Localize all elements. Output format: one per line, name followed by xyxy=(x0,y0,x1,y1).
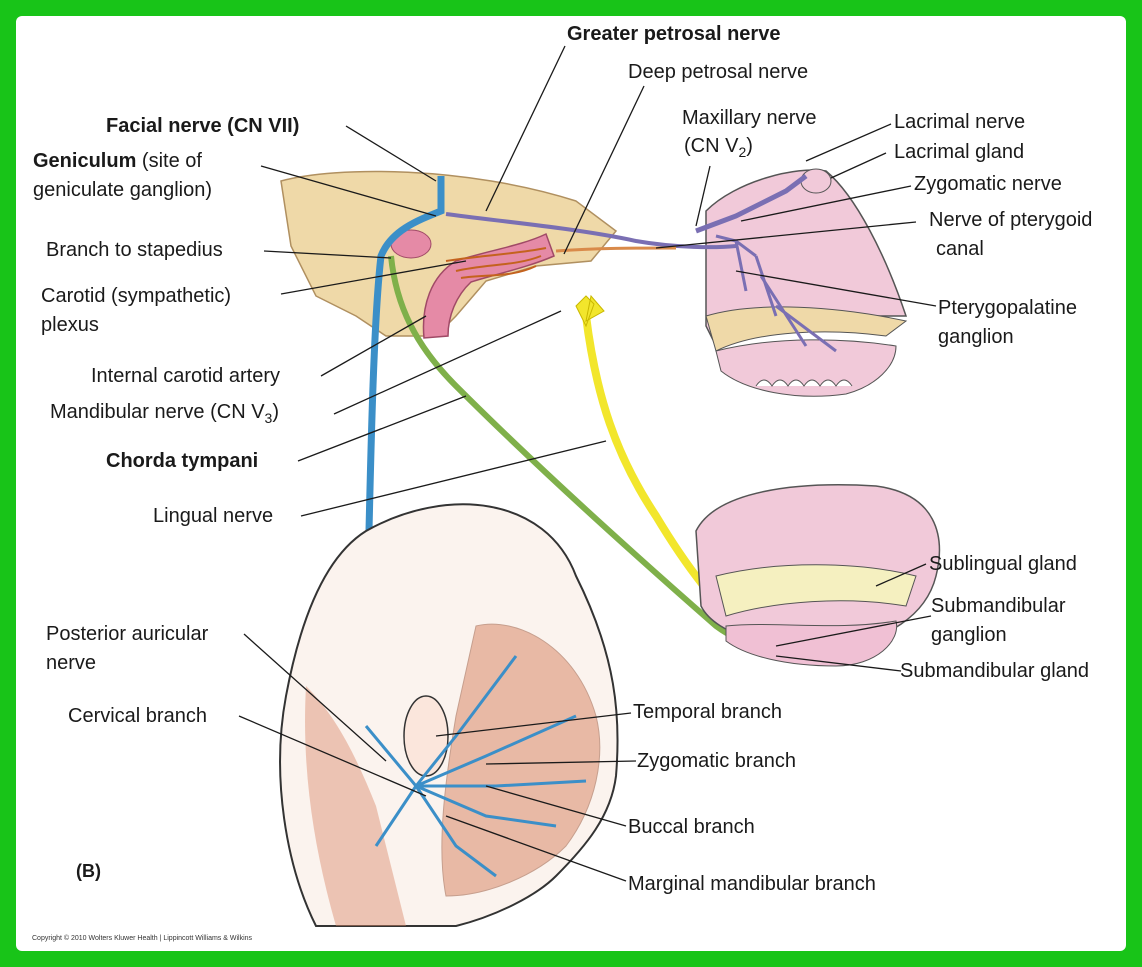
label-lacrimal-nerve: Lacrimal nerve xyxy=(894,110,1025,134)
label-chorda-tympani: Chorda tympani xyxy=(106,449,258,473)
label-submandibular-gland: Submandibular gland xyxy=(900,659,1089,683)
label-facial-nerve: Facial nerve (CN VII) xyxy=(106,114,299,138)
figure-frame: Greater petrosal nerve Deep petrosal ner… xyxy=(16,16,1126,951)
label-geniculate-ganglion: geniculate ganglion) xyxy=(33,178,212,202)
maxillary-cn-close: ) xyxy=(746,135,753,157)
label-zygomatic-nerve: Zygomatic nerve xyxy=(914,172,1062,196)
label-zygomatic-branch: Zygomatic branch xyxy=(637,749,796,773)
label-maxillary-nerve: Maxillary nerve xyxy=(682,106,816,130)
label-lacrimal-gland: Lacrimal gland xyxy=(894,140,1024,164)
label-carotid-plexus-2: plexus xyxy=(41,313,99,337)
geniculum-bold-text: Geniculum xyxy=(33,150,136,172)
label-sublingual-gland: Sublingual gland xyxy=(929,552,1077,576)
oral-cavity xyxy=(716,340,896,396)
label-greater-petrosal-nerve: Greater petrosal nerve xyxy=(567,22,780,46)
label-lingual-nerve: Lingual nerve xyxy=(153,504,273,528)
label-submandibular-ganglion: Submandibular xyxy=(931,594,1066,618)
label-buccal-branch: Buccal branch xyxy=(628,815,755,839)
label-pterygopalatine-ganglion: ganglion xyxy=(938,325,1014,349)
label-submandibular-ganglion-2: ganglion xyxy=(931,623,1007,647)
figure-label: (B) xyxy=(76,859,101,883)
copyright-text: Copyright © 2010 Wolters Kluwer Health |… xyxy=(32,934,252,943)
label-nerve-pterygoid: Nerve of pterygoid xyxy=(929,208,1092,232)
label-carotid-plexus: Carotid (sympathetic) xyxy=(41,284,231,308)
label-mandibular-nerve: Mandibular nerve (CN V3) xyxy=(50,400,279,430)
label-branch-stapedius: Branch to stapedius xyxy=(46,238,223,262)
label-maxillary-nerve-cn: (CN V2) xyxy=(684,134,753,164)
lacrimal-gland xyxy=(801,169,831,193)
label-posterior-auricular: Posterior auricular xyxy=(46,622,208,646)
mandibular-close: ) xyxy=(272,401,279,423)
label-pterygopalatine: Pterygopalatine xyxy=(938,296,1077,320)
label-temporal-branch: Temporal branch xyxy=(633,700,782,724)
label-internal-carotid: Internal carotid artery xyxy=(91,364,280,388)
label-cervical-branch: Cervical branch xyxy=(68,704,207,728)
label-posterior-auricular-2: nerve xyxy=(46,651,96,675)
label-geniculum: Geniculum (site of xyxy=(33,149,202,173)
label-nerve-pterygoid-canal: canal xyxy=(936,237,984,261)
geniculum-rest-text: (site of xyxy=(136,150,202,172)
maxillary-cn-text: (CN V xyxy=(684,135,738,157)
label-marginal-mandibular: Marginal mandibular branch xyxy=(628,872,876,896)
mandibular-text: Mandibular nerve (CN V xyxy=(50,401,265,423)
label-deep-petrosal-nerve: Deep petrosal nerve xyxy=(628,60,808,84)
